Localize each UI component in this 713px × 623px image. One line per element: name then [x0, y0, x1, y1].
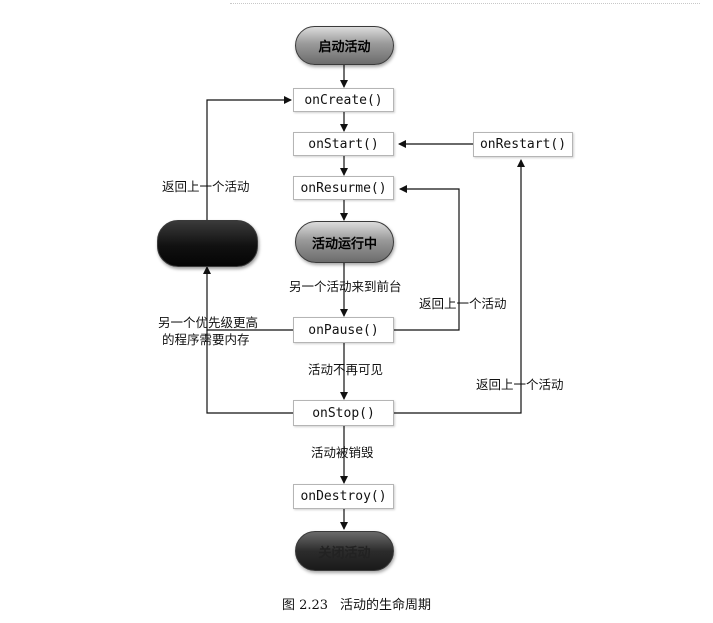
on-restart-box: onRestart()	[473, 132, 573, 157]
on-stop-label: onStop()	[312, 405, 375, 421]
on-pause-label: onPause()	[308, 322, 379, 338]
top-rule	[230, 3, 700, 4]
on-stop-box: onStop()	[293, 400, 394, 426]
arrow-stop-to-restart	[393, 159, 525, 414]
other-activity-to-front-label: 另一个活动来到前台	[289, 279, 402, 294]
figure-number: 图 2.23	[281, 598, 329, 613]
activity-destroyed-label: 活动被销毁	[311, 445, 374, 460]
on-start-box: onStart()	[293, 132, 394, 156]
no-longer-visible-label: 活动不再可见	[308, 362, 384, 377]
higher-priority-label-line1: 另一个优先级更高	[158, 315, 259, 330]
higher-priority-label-line2: 的程序需要内存	[162, 332, 250, 347]
close-activity-node: 关闭活动	[295, 531, 394, 571]
on-restart-label: onRestart()	[479, 137, 567, 152]
on-destroy-box: onDestroy()	[293, 484, 394, 509]
on-create-box: onCreate()	[293, 88, 394, 112]
on-destroy-label: onDestroy()	[300, 489, 387, 504]
activity-running-label: 活动运行中	[311, 236, 377, 252]
arrow-killed-to-create	[206, 96, 292, 220]
activity-running-node: 活动运行中	[295, 221, 394, 263]
on-resume-box: onResurme()	[293, 176, 394, 200]
arrow-pause-to-resume	[393, 185, 460, 331]
close-activity-label: 关闭活动	[318, 545, 371, 561]
process-killed-node	[157, 220, 258, 267]
on-pause-box: onPause()	[293, 317, 394, 343]
on-resume-label: onResurme()	[300, 180, 387, 196]
start-activity-node: 启动活动	[295, 26, 394, 65]
return-previous-label-left: 返回上一个活动	[162, 179, 250, 194]
line-stop-to-left	[206, 330, 295, 414]
figure-title: 活动的生命周期	[340, 598, 432, 613]
return-previous-label-resume: 返回上一个活动	[419, 296, 507, 311]
return-previous-label-restart: 返回上一个活动	[476, 377, 564, 392]
on-create-label: onCreate()	[304, 92, 383, 108]
figure-caption: 图 2.23 活动的生命周期	[0, 594, 713, 613]
on-start-label: onStart()	[308, 136, 379, 152]
start-activity-label: 启动活动	[318, 40, 371, 55]
